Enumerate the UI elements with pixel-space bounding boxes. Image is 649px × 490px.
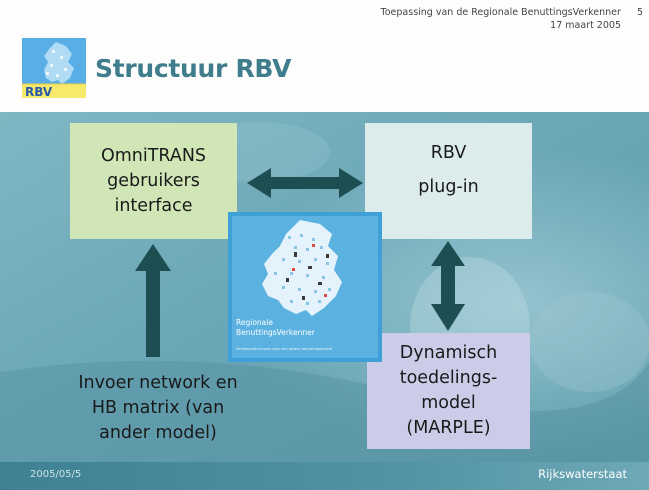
slide-header: RBV Structuur RBV Toepassing van de Regi… [0, 0, 649, 112]
marple-line-2: toedelings- [399, 368, 498, 388]
cover-subtitle: Verkenende keuzes voor een betere benutt… [236, 347, 332, 351]
marple-line-4: (MARPLE) [406, 418, 491, 438]
double-arrow-omni-rbv [247, 168, 363, 198]
rbv-logo: RBV [22, 38, 86, 98]
slide-title: Structuur RBV [95, 54, 292, 83]
presentation-date: 17 maart 2005 [550, 20, 621, 31]
omnitrans-line-3: interface [114, 195, 193, 216]
omnitrans-line-1: OmniTRANS [100, 145, 207, 166]
input-label-line-1: Invoer network en [78, 373, 238, 393]
marple-line-1: Dynamisch [399, 343, 498, 363]
slide-meta: Toepassing van de Regionale BenuttingsVe… [381, 6, 643, 32]
logo-text: RBV [25, 85, 53, 98]
footer-band [0, 462, 649, 490]
omnitrans-interface-box: OmniTRANS gebruikers interface [70, 123, 237, 239]
rbv-plugin-box: RBV plug-in [365, 123, 532, 239]
page-number: 5 [636, 7, 643, 18]
cover-title-line-2: BenuttingsVerkenner [236, 328, 316, 337]
up-arrow-input-to-omni [135, 244, 171, 357]
footer-organization: Rijkswaterstaat [538, 467, 627, 481]
marple-line-3: model [421, 393, 476, 413]
presentation-title: Toepassing van de Regionale BenuttingsVe… [380, 7, 621, 18]
input-label-line-2: HB matrix (van [91, 398, 225, 418]
double-arrow-rbv-marple [431, 241, 465, 331]
input-label-line-3: ander model) [99, 423, 217, 443]
input-network-label: Invoer network en HB matrix (van ander m… [60, 371, 256, 446]
omnitrans-line-2: gebruikers [107, 170, 200, 191]
cover-title-line-1: Regionale [236, 318, 273, 327]
rbv-line-2: plug-in [418, 177, 479, 197]
rbv-cover-image: Regionale BenuttingsVerkenner Verkenende… [228, 212, 382, 362]
footer-date: 2005/05/5 [30, 469, 82, 480]
marple-model-box: Dynamisch toedelings- model (MARPLE) [367, 333, 530, 449]
rbv-line-1: RBV [430, 143, 467, 163]
